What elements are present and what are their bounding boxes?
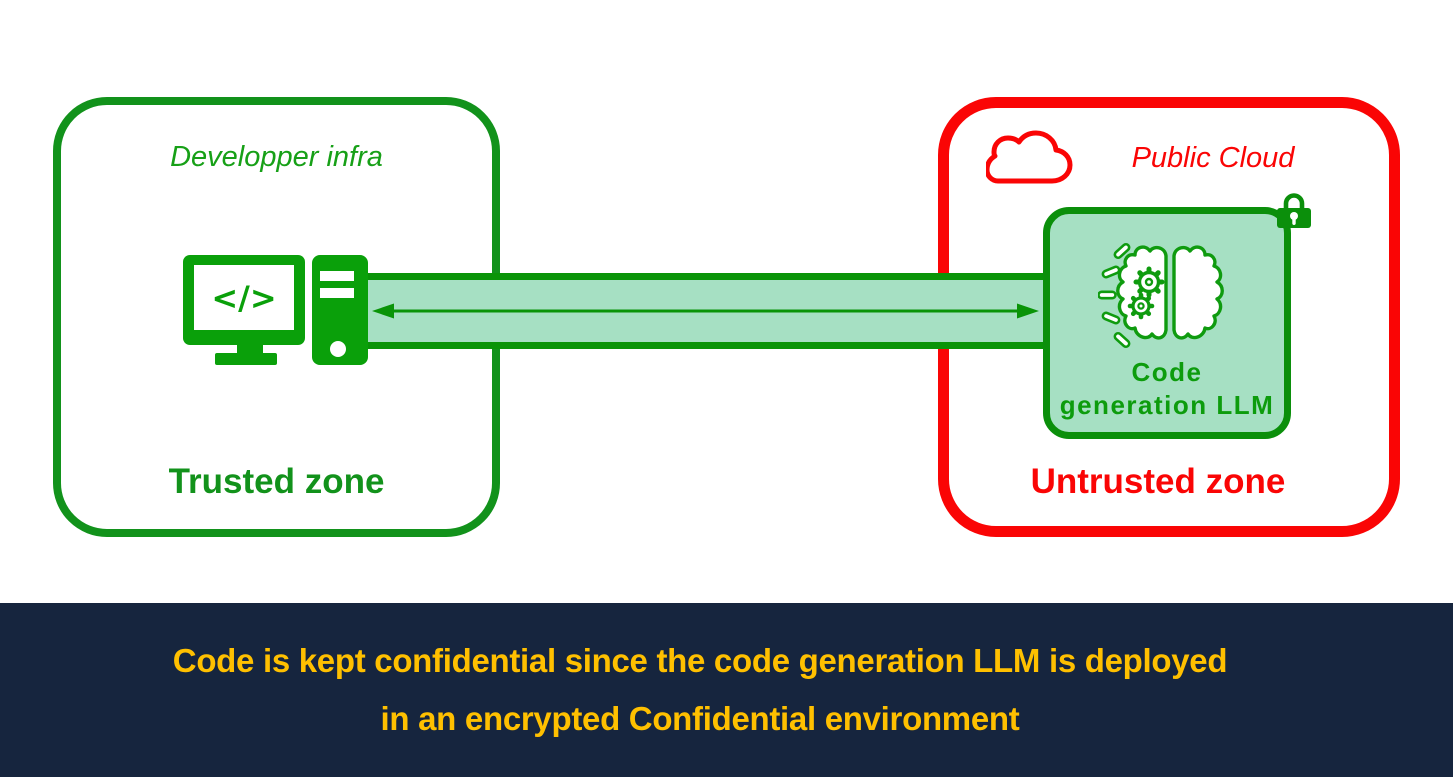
caption-bar: Code is kept confidential since the code… bbox=[0, 603, 1453, 777]
bidirectional-arrow-icon bbox=[372, 303, 1039, 319]
gear-icon bbox=[1127, 292, 1155, 320]
trusted-zone-label: Trusted zone bbox=[168, 462, 385, 501]
developer-workstation-icon: </> bbox=[181, 253, 373, 372]
llm-box-label: Code generation LLM bbox=[1050, 356, 1284, 422]
llm-label-line2: generation LLM bbox=[1059, 390, 1275, 420]
lock-icon bbox=[1274, 190, 1314, 235]
cloud-icon bbox=[984, 129, 1078, 192]
caption-line-1: Code is kept confidential since the code… bbox=[172, 642, 1228, 679]
secure-connection-band bbox=[367, 273, 1046, 349]
llm-label-line1: Code bbox=[1131, 357, 1203, 387]
untrusted-zone-title: Public Cloud bbox=[1131, 142, 1295, 174]
code-glyph: </> bbox=[211, 279, 276, 317]
caption-line-2: in an encrypted Confidential environment bbox=[380, 700, 1020, 737]
trusted-zone-title: Developper infra bbox=[170, 141, 383, 173]
llm-brain-icon bbox=[1097, 242, 1238, 355]
untrusted-zone-label: Untrusted zone bbox=[1030, 462, 1286, 501]
llm-box: Code generation LLM bbox=[1043, 207, 1291, 439]
gear-icon bbox=[1133, 266, 1165, 298]
